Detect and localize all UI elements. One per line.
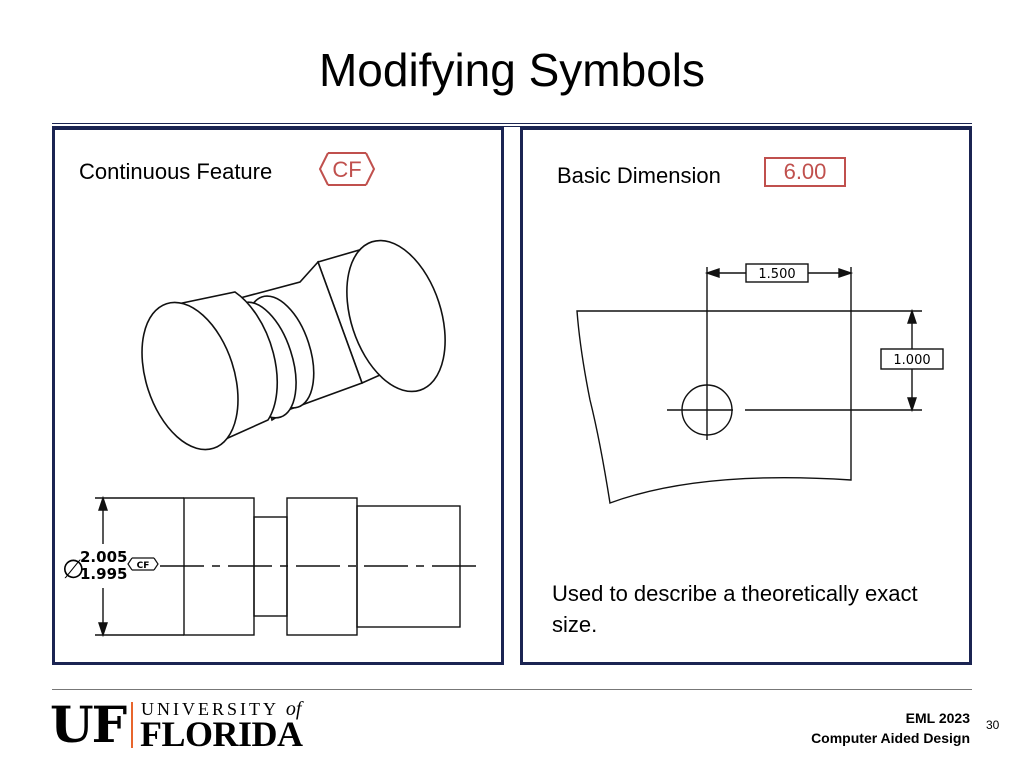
logo-florida-text: FLORIDA: [140, 714, 303, 754]
continuous-feature-symbol-icon: CF: [318, 152, 376, 186]
logo-of-text: of: [285, 698, 302, 720]
horizontal-basic-dimension: 1.500: [758, 267, 795, 282]
course-code: EML 2023: [905, 710, 970, 726]
plate-with-hole-drawing: [576, 263, 944, 504]
footer-divider: [52, 689, 972, 690]
basic-dimension-panel: [520, 127, 972, 665]
logo-divider: [131, 702, 133, 748]
title-divider: [52, 123, 972, 127]
logo-university-text: UNIVERSITY of: [141, 698, 302, 720]
basic-dimension-label: Basic Dimension: [557, 163, 721, 188]
vertical-basic-dimension: 1.000: [893, 353, 930, 368]
course-info: EML 2023 Computer Aided Design: [811, 708, 970, 748]
orthographic-shaft-drawing: [95, 495, 476, 638]
course-name: Computer Aided Design: [811, 730, 970, 746]
isometric-cylinder-drawing: [141, 239, 446, 451]
upper-limit: 2.005: [80, 548, 127, 566]
cf-modifier-icon: CF: [127, 557, 159, 571]
lower-limit: 1.995: [80, 565, 127, 583]
page-number: 30: [986, 718, 1000, 732]
uf-logo-mark: UF: [50, 695, 127, 754]
cf-symbol-text: CF: [332, 157, 361, 182]
continuous-feature-label: Continuous Feature: [79, 159, 273, 184]
diameter-symbol: ∅: [62, 555, 85, 585]
slide-title: Modifying Symbols: [318, 44, 706, 96]
basic-dimension-symbol: 6.00: [764, 157, 846, 187]
continuous-feature-panel: [52, 127, 504, 665]
basic-dimension-description: Used to describe a theoretically exact s…: [552, 581, 918, 637]
svg-text:CF: CF: [137, 561, 150, 571]
